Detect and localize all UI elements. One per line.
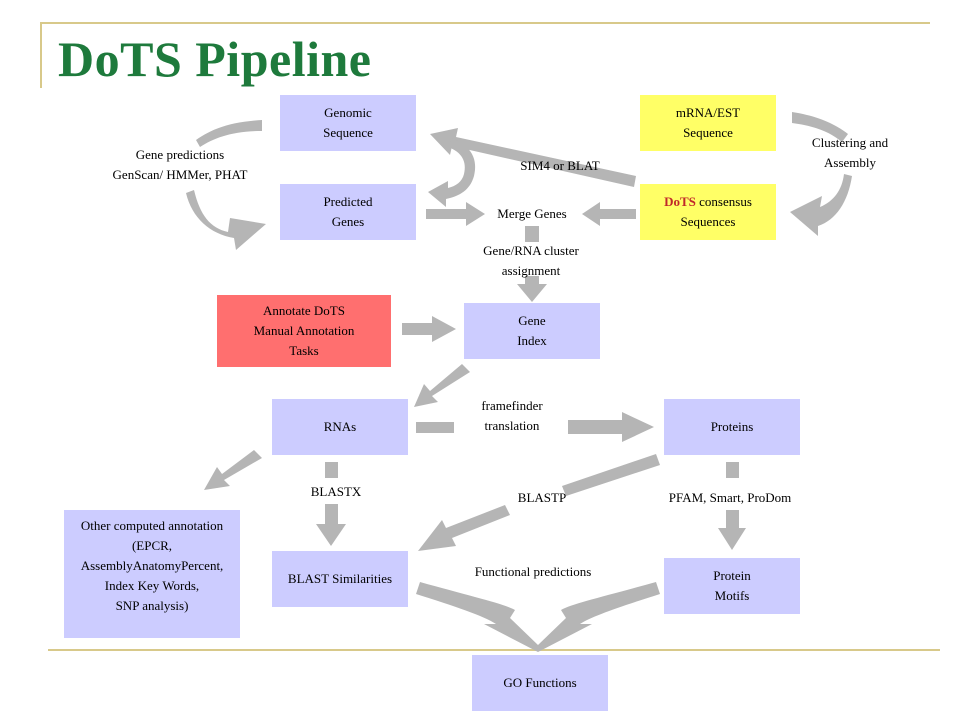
slide-frame-top: [40, 22, 930, 24]
arrow-merge-stem: [525, 226, 539, 242]
slide-frame-left: [40, 22, 42, 88]
proteins-box: Proteins: [664, 399, 800, 455]
rnas-box: RNAs: [272, 399, 408, 455]
arrow-dots-to-merge: [582, 202, 636, 226]
gene-index-box: Gene Index: [464, 303, 600, 359]
arrow-pfam-to-protein-motifs: [718, 510, 746, 550]
arrow-functional-predictions-funnel: [416, 582, 660, 652]
dots-consensus-sequences-box: DoTS consensus Sequences: [640, 184, 776, 240]
arrow-clustering-loop: [792, 112, 848, 142]
genomic-sequence-box: Genomic Sequence: [280, 95, 416, 151]
dots-consensus-prefix: DoTS: [664, 194, 696, 209]
other-computed-annotation-box: Other computed annotation (EPCR, Assembl…: [64, 510, 240, 638]
predicted-genes-box: Predicted Genes: [280, 184, 416, 240]
arrow-predicted-to-merge: [426, 202, 485, 226]
arrow-proteins-pfam-stub: [726, 462, 739, 478]
arrow-gene-predictions-curve: [186, 190, 266, 250]
arrow-gene-index-to-rnas: [414, 364, 470, 407]
arrow-loop-to-predicted: [428, 138, 476, 207]
mrna-est-sequence-box: mRNA/EST Sequence: [640, 95, 776, 151]
cluster-assignment-label: Gene/RNA cluster assignment: [483, 243, 579, 278]
clustering-assembly-label: Clustering and Assembly: [811, 135, 889, 170]
annotate-dots-box: Annotate DoTS Manual Annotation Tasks: [217, 295, 391, 367]
arrow-proteins-blastp: [562, 454, 660, 496]
arrow-framefinder-to-proteins: [568, 412, 654, 442]
blastx-label: BLASTX: [310, 484, 362, 499]
arrow-rnas-framefinder-stub: [416, 422, 454, 433]
go-functions-box: GO Functions: [472, 655, 608, 711]
framefinder-translation-label: framefinder translation: [481, 398, 543, 433]
slide-frame-bottom: [48, 649, 940, 651]
arrow-sim4-blat: [430, 128, 636, 187]
slide-title: DoTS Pipeline: [58, 31, 372, 87]
functional-predictions-label: Functional predictions: [474, 564, 592, 579]
arrow-blastx-to-blast-similarities: [316, 504, 346, 546]
dots-consensus-rest: consensus Sequences: [680, 194, 752, 229]
arrow-annotate-to-gene-index: [402, 316, 456, 342]
blastp-label: BLASTP: [517, 490, 567, 505]
protein-motifs-box: Protein Motifs: [664, 558, 800, 614]
arrow-clustering-curve: [790, 174, 852, 236]
gene-predictions-label: Gene predictions GenScan/ HMMer, PHAT: [112, 147, 248, 182]
pfam-smart-prodom-label: PFAM, Smart, ProDom: [668, 490, 792, 505]
sim4-blat-label: SIM4 or BLAT: [520, 158, 600, 173]
arrow-rnas-blastx-stub: [325, 462, 338, 478]
arrow-rnas-to-other-annotation: [204, 450, 262, 490]
arrow-cluster-to-gene-index: [517, 276, 547, 302]
arrow-genomic-loop: [196, 120, 262, 147]
blast-similarities-box: BLAST Similarities: [272, 551, 408, 607]
merge-genes-label: Merge Genes: [497, 206, 567, 221]
arrow-blastp-to-blast-similarities: [418, 505, 510, 551]
